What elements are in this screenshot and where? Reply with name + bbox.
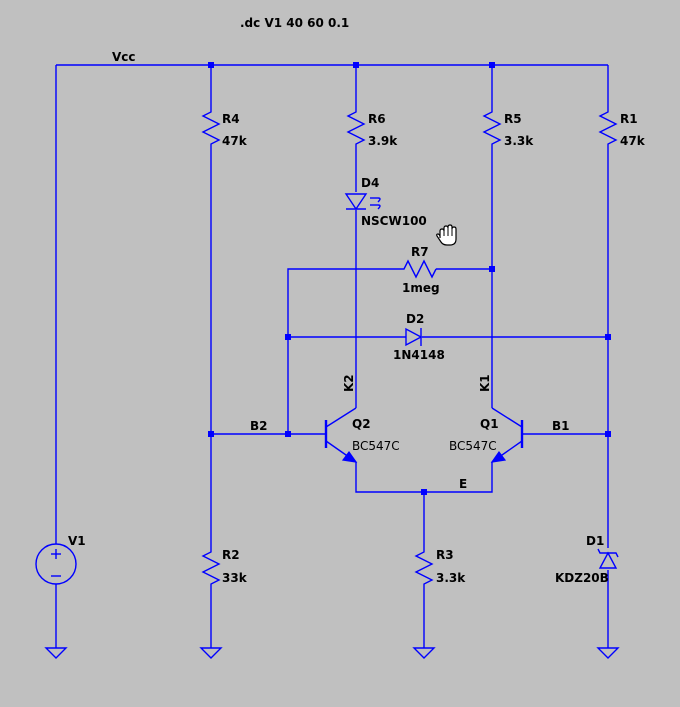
net-label-k2[interactable]: K2: [342, 374, 356, 392]
net-label-vcc[interactable]: Vcc: [112, 50, 136, 64]
d2-name[interactable]: D2: [406, 312, 424, 326]
ground-icon: [44, 647, 68, 659]
r1-symbol[interactable]: [598, 104, 618, 152]
r2-value[interactable]: 33k: [222, 571, 248, 585]
junctions: [208, 62, 611, 495]
d4-name[interactable]: D4: [361, 176, 379, 190]
ground-icon: [596, 647, 620, 659]
r5-value[interactable]: 3.3k: [504, 134, 534, 148]
r4-name[interactable]: R4: [222, 112, 240, 126]
r5-symbol[interactable]: [482, 104, 502, 152]
net-label-k1[interactable]: K1: [478, 374, 492, 392]
d1-value[interactable]: KDZ20B: [555, 571, 609, 585]
q2-value[interactable]: BC547C: [352, 439, 400, 453]
net-label-e[interactable]: E: [459, 477, 467, 491]
r7-name[interactable]: R7: [411, 245, 429, 259]
led-emission-arrows-icon: [370, 197, 381, 210]
d2-diode-symbol[interactable]: [405, 327, 423, 347]
d4-value[interactable]: NSCW100: [361, 214, 427, 228]
q1-value[interactable]: BC547C: [449, 439, 497, 453]
q1-name[interactable]: Q1: [480, 417, 499, 431]
ground-icon: [412, 647, 436, 659]
net-label-b2[interactable]: B2: [250, 419, 268, 433]
r6-symbol[interactable]: [346, 104, 366, 152]
ground-icon: [199, 647, 223, 659]
v1-source-symbol[interactable]: [35, 543, 77, 585]
r2-name[interactable]: R2: [222, 548, 240, 562]
r3-name[interactable]: R3: [436, 548, 454, 562]
q2-transistor-symbol[interactable]: [324, 407, 358, 463]
r1-name[interactable]: R1: [620, 112, 638, 126]
d2-value[interactable]: 1N4148: [393, 348, 445, 362]
wires[interactable]: [55, 64, 609, 648]
sim-directive[interactable]: .dc V1 40 60 0.1: [240, 16, 349, 30]
net-label-b1[interactable]: B1: [552, 419, 570, 433]
r3-value[interactable]: 3.3k: [436, 571, 466, 585]
q2-name[interactable]: Q2: [352, 417, 371, 431]
r4-value[interactable]: 47k: [222, 134, 248, 148]
r2-symbol[interactable]: [201, 544, 221, 592]
r1-value[interactable]: 47k: [620, 134, 646, 148]
r3-symbol[interactable]: [414, 544, 434, 592]
r6-value[interactable]: 3.9k: [368, 134, 398, 148]
r6-name[interactable]: R6: [368, 112, 386, 126]
v1-name[interactable]: V1: [68, 534, 86, 548]
r5-name[interactable]: R5: [504, 112, 522, 126]
r7-symbol[interactable]: [400, 259, 437, 279]
d1-zener-symbol[interactable]: [597, 548, 619, 569]
d4-led-symbol[interactable]: [344, 193, 381, 211]
hand-cursor-icon: [436, 224, 457, 246]
d1-name[interactable]: D1: [586, 534, 604, 548]
r4-symbol[interactable]: [201, 104, 221, 152]
r7-value[interactable]: 1meg: [402, 281, 440, 295]
q1-transistor-symbol[interactable]: [490, 407, 524, 463]
